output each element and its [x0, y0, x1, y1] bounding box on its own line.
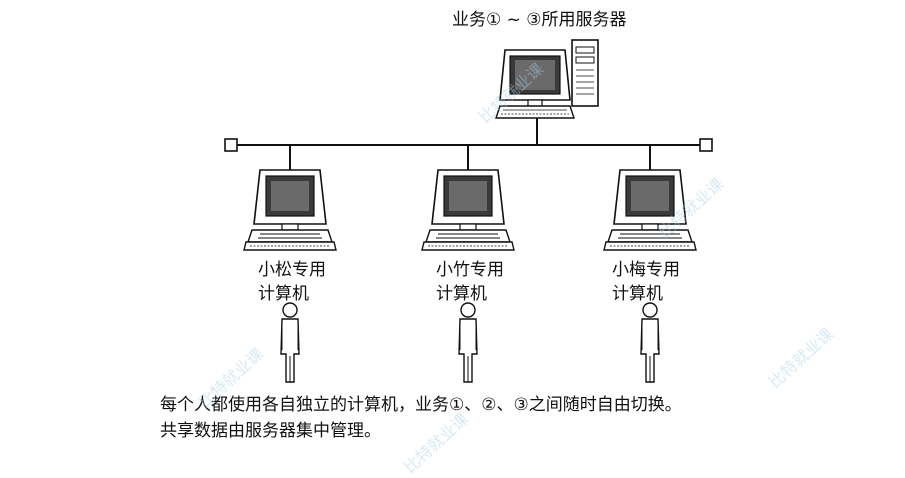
workstation-icon-2 — [422, 170, 514, 250]
network-diagram: 业务① ~ ③所用服务器 小松专用 计算机 小竹专用 计算机 小梅专用 计算机 … — [0, 0, 905, 454]
caption-line-2: 共享数据由服务器集中管理。 — [160, 420, 381, 442]
terminator-right — [700, 139, 712, 151]
server-computer-icon — [496, 40, 598, 118]
person-icon-2 — [459, 303, 477, 382]
person-icon-1 — [281, 303, 299, 382]
workstation-icon-3 — [604, 170, 696, 250]
diagram-canvas — [0, 0, 905, 454]
server-label: 业务① ~ ③所用服务器 — [452, 9, 627, 31]
workstation-3-label-line2: 计算机 — [612, 283, 663, 305]
caption-line-1: 每个人都使用各自独立的计算机，业务①、②、③之间随时自由切换。 — [160, 394, 682, 416]
workstation-2-label-line2: 计算机 — [436, 283, 487, 305]
workstation-1-label-line1: 小松专用 — [258, 259, 326, 281]
workstation-1-label-line2: 计算机 — [258, 283, 309, 305]
workstation-2-label-line1: 小竹专用 — [436, 259, 504, 281]
workstation-3-label-line1: 小梅专用 — [612, 259, 680, 281]
workstation-icon-1 — [244, 170, 336, 250]
terminator-left — [225, 139, 237, 151]
person-icon-3 — [641, 303, 659, 382]
